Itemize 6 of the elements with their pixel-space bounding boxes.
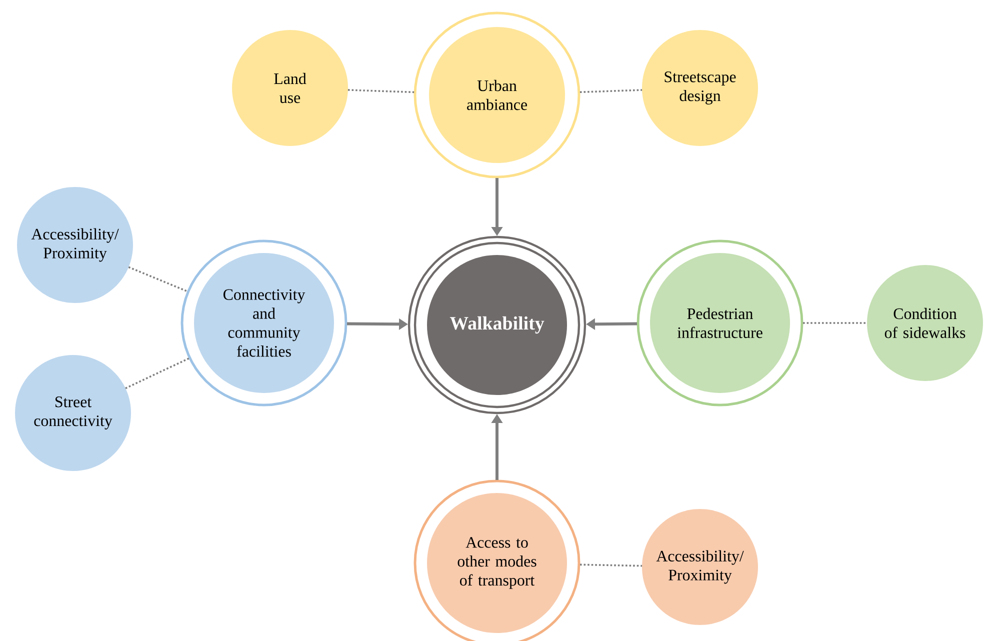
dotted-connector	[128, 266, 188, 292]
dotted-connector	[580, 89, 642, 94]
dotted-connector	[125, 358, 190, 390]
dotted-connector	[580, 564, 642, 567]
dotted-connector	[348, 89, 414, 94]
dotted-connector	[803, 322, 867, 324]
